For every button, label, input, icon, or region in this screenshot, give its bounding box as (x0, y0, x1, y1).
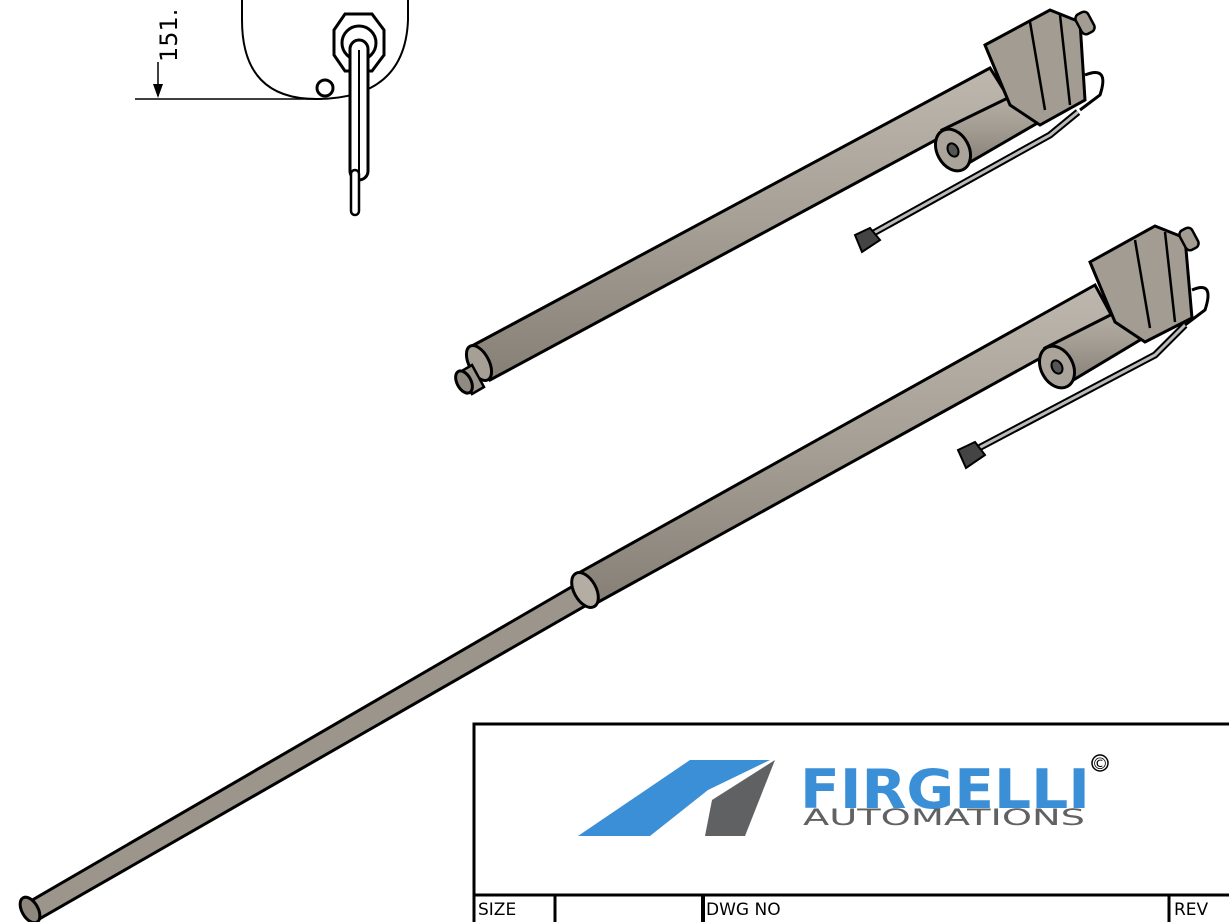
actuator-2-connector (956, 440, 987, 470)
actuator-1-rod-tip (454, 369, 474, 395)
actuator-retracted (454, 8, 1105, 396)
actuator-2-tube (572, 282, 1116, 608)
detail-view: 151. (135, 0, 409, 217)
actuator-1-gearbox (983, 8, 1087, 127)
rev-label: REV (1174, 900, 1209, 920)
actuator-extended (18, 224, 1210, 922)
firgelli-logo: FIRGELLI AUTOMATIONS © (578, 754, 1109, 836)
logo-mark-blue (578, 760, 770, 836)
title-block: SIZE DWG NO REV FIRGELLI AUTOMATIONS © (472, 722, 1229, 922)
logo-brand: FIRGELLI (800, 758, 1090, 821)
actuator-2-rod-tip (18, 895, 42, 922)
logo-mark-gray (705, 760, 775, 836)
dimension-annotation: 151. (135, 9, 322, 100)
logo-subtitle: AUTOMATIONS (803, 806, 1085, 831)
actuator-1-connector (853, 226, 882, 254)
pin-hole (315, 78, 335, 98)
actuator-1-tube (467, 66, 1013, 382)
dimension-value: 151. (155, 9, 183, 62)
dwg-no-label: DWG NO (706, 900, 781, 920)
size-label: SIZE (478, 900, 516, 920)
logo-copyright: © (1092, 754, 1108, 773)
housing-outline (241, 0, 409, 101)
